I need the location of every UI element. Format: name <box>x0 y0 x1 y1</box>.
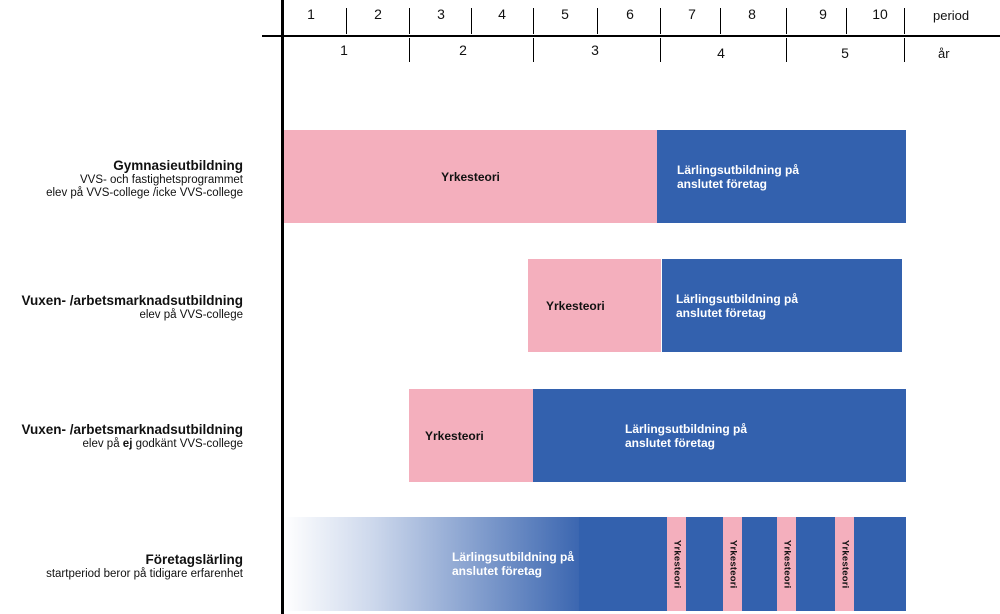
bar-label: Lärlingsutbildning på anslutet företag <box>452 550 574 578</box>
year-tick: 1 <box>340 42 348 58</box>
theory-bar: Yrkesteori <box>284 130 657 223</box>
row-subtitle: elev på ej godkänt VVS-college <box>82 438 243 450</box>
main-vertical-axis <box>281 0 284 614</box>
period-tick: 3 <box>437 6 445 22</box>
bar-label: Yrkesteori <box>441 169 500 184</box>
period-tick: 5 <box>561 6 569 22</box>
year-tick: 5 <box>841 45 849 61</box>
strip-label: Yrkesteori <box>781 539 793 589</box>
row-title: Vuxen- /arbetsmarknadsutbildning <box>21 422 243 437</box>
year-separator <box>904 38 905 62</box>
apprentice-bar: Lärlingsutbildning på anslutet företag <box>662 259 902 352</box>
strip-label: Yrkesteori <box>839 539 851 589</box>
period-tick: 8 <box>748 6 756 22</box>
period-tick: 6 <box>626 6 634 22</box>
row-label-vuxen-ej-college: Vuxen- /arbetsmarknadsutbildning elev på… <box>21 421 243 451</box>
theory-bar: Yrkesteori <box>409 389 533 482</box>
bar-label: Lärlingsutbildning på anslutet företag <box>677 162 799 191</box>
period-tick: 4 <box>498 6 506 22</box>
period-axis-label: period <box>933 8 970 23</box>
period-tick: 7 <box>688 6 696 22</box>
apprentice-bar <box>579 517 906 611</box>
year-separator <box>786 38 787 62</box>
row-label-vuxen-college: Vuxen- /arbetsmarknadsutbildning elev på… <box>21 292 243 322</box>
bar-label: Lärlingsutbildning på anslutet företag <box>625 421 747 450</box>
apprentice-bar: Lärlingsutbildning på anslutet företag <box>657 130 906 223</box>
period-separator <box>471 8 472 34</box>
year-separator <box>660 38 661 62</box>
theory-bar: Yrkesteori <box>528 259 661 352</box>
period-separator <box>720 8 721 34</box>
year-tick: 4 <box>717 45 725 61</box>
theory-strip: Yrkesteori <box>835 517 854 611</box>
row-label-foretagslarling: Företagslärling startperiod beror på tid… <box>46 551 243 581</box>
year-axis-label: år <box>938 46 950 61</box>
bar-label: Yrkesteori <box>546 298 605 313</box>
year-separator <box>409 38 410 62</box>
period-separator <box>786 8 787 34</box>
header-divider-line <box>262 35 1000 37</box>
row-subtitle: elev på VVS-college <box>139 309 243 321</box>
strip-label: Yrkesteori <box>671 539 683 589</box>
period-separator <box>597 8 598 34</box>
year-tick: 3 <box>591 42 599 58</box>
row-subtitle: startperiod beror på tidigare erfarenhet <box>46 568 243 580</box>
theory-strip: Yrkesteori <box>723 517 742 611</box>
period-separator <box>904 8 905 34</box>
period-separator <box>660 8 661 34</box>
theory-strip: Yrkesteori <box>777 517 796 611</box>
period-separator <box>533 8 534 34</box>
period-separator <box>846 8 847 34</box>
period-tick: 9 <box>819 6 827 22</box>
period-tick: 1 <box>307 6 315 22</box>
apprentice-gradient-bar: Lärlingsutbildning på anslutet företag <box>284 517 580 611</box>
row-title: Gymnasieutbildning <box>113 158 243 173</box>
strip-label: Yrkesteori <box>727 539 739 589</box>
period-separator <box>409 8 410 34</box>
year-separator <box>533 38 534 62</box>
row-subtitle: VVS- och fastighetsprogrammet <box>80 174 243 186</box>
theory-strip: Yrkesteori <box>667 517 686 611</box>
row-subtitle: elev på VVS-college /icke VVS-college <box>46 187 243 199</box>
period-separator <box>346 8 347 34</box>
period-tick: 10 <box>872 6 888 22</box>
apprentice-bar: Lärlingsutbildning på anslutet företag <box>533 389 906 482</box>
period-tick: 2 <box>374 6 382 22</box>
year-tick: 2 <box>459 42 467 58</box>
bar-label: Lärlingsutbildning på anslutet företag <box>676 291 798 320</box>
bar-label: Yrkesteori <box>425 428 484 443</box>
row-label-gymnasie: Gymnasieutbildning VVS- och fastighetspr… <box>46 157 243 200</box>
row-title: Företagslärling <box>145 552 243 567</box>
row-title: Vuxen- /arbetsmarknadsutbildning <box>21 293 243 308</box>
